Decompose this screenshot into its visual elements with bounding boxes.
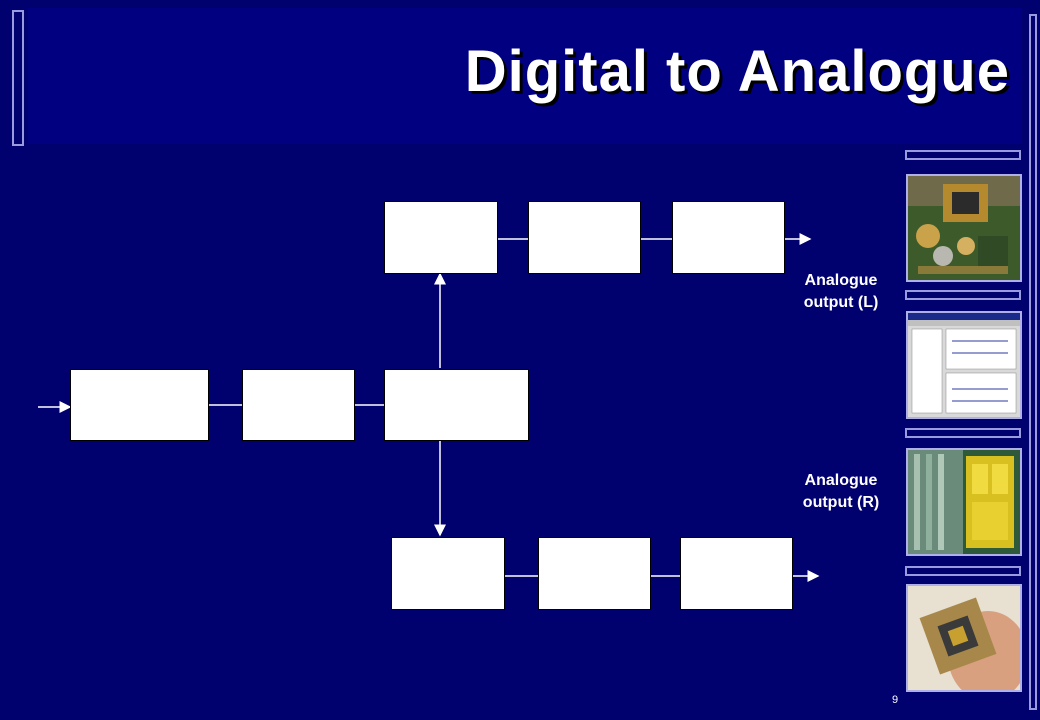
chip-die-photo [906, 448, 1022, 556]
lowpass-top-label: Output lowpass filter [700, 206, 764, 267]
lowpass-bottom-box [680, 537, 793, 610]
reproduction-box [70, 369, 209, 441]
analogue-output-right-label: Analogue output (R) [802, 472, 880, 511]
demultiplexer-label: Demultiplexer [405, 392, 511, 409]
sample-hold-top-box [528, 201, 641, 274]
frame-divider-3 [905, 428, 1021, 438]
lowpass-bottom-label: Output lowpass filter [707, 543, 771, 604]
dac-bottom-label: D to A Converter [406, 552, 482, 591]
processing-box [242, 369, 355, 441]
circuit-board-photo [906, 174, 1022, 282]
page-number: 9 [892, 694, 899, 706]
dac-top-box [384, 201, 498, 274]
analogue-output-left-label: Analogue output (L) [803, 272, 879, 311]
sample-hold-bottom-box [538, 537, 651, 610]
processor-in-hand-photo [906, 584, 1022, 692]
sample-hold-top-label: Output sample and Hold [553, 206, 623, 267]
slide-title: Digital to Analogue [464, 39, 1010, 104]
title-band [28, 8, 1022, 144]
reproduction-label: Reproduction demodulation [87, 384, 193, 423]
frame-divider-1 [905, 150, 1021, 160]
dac-bottom-box [391, 537, 505, 610]
frame-divider-4 [905, 566, 1021, 576]
frame-divider-2 [905, 290, 1021, 300]
sample-hold-bottom-label: Output sample and Hold [562, 543, 632, 604]
demultiplexer-box [384, 369, 529, 441]
dac-top-label: D to A Converter [398, 216, 474, 255]
software-screenshot-photo [906, 311, 1022, 419]
processing-label: Processing (error correction) [255, 375, 343, 436]
lowpass-top-box [672, 201, 785, 274]
right-frame-bar [1029, 14, 1037, 710]
left-frame-bar [12, 10, 24, 146]
